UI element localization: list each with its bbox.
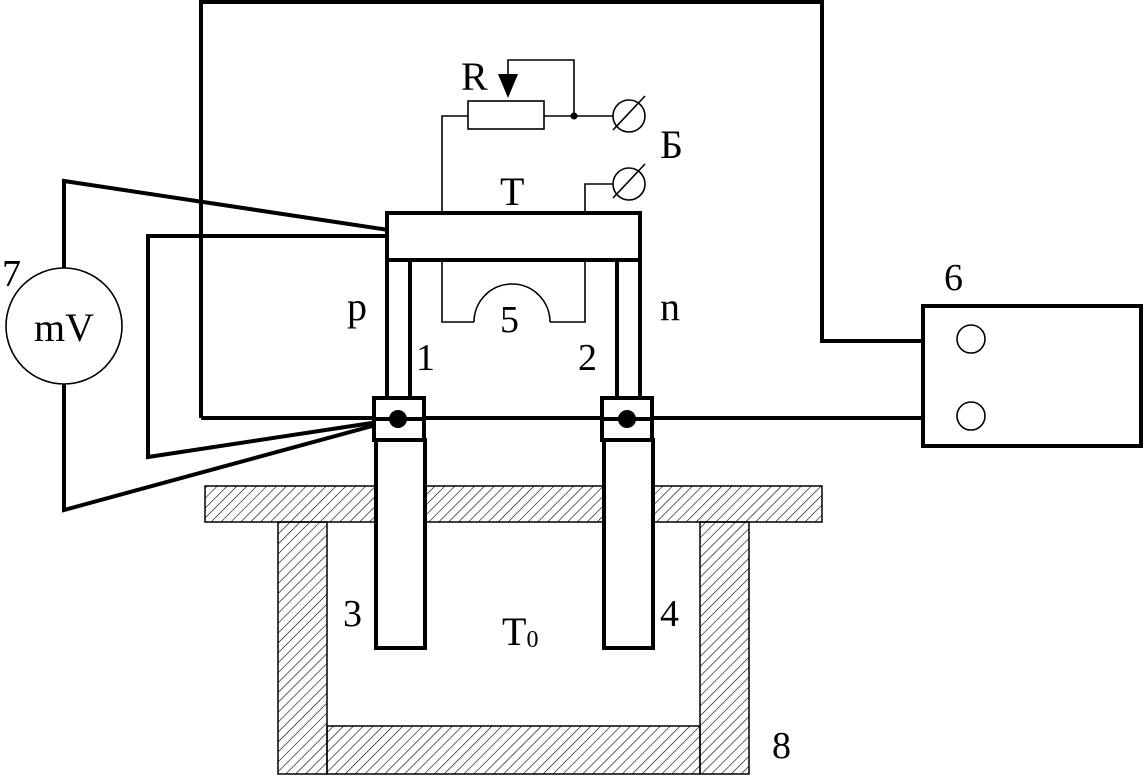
rheostat-body [467, 100, 545, 130]
measuring-device-6 [921, 304, 1143, 448]
voltmeter-label: mV [34, 305, 94, 350]
terminal-slash-top [612, 95, 646, 131]
label-5: 5 [500, 299, 519, 341]
device-terminal-bottom [956, 401, 986, 431]
label-3: 3 [343, 593, 362, 635]
battery-terminal-bottom [612, 167, 646, 201]
label-2: 2 [578, 337, 597, 379]
terminal-slash-bottom [612, 163, 646, 199]
rheostat-slider-wire [507, 59, 575, 116]
junction-dot [570, 112, 578, 120]
vessel-right-wall [699, 521, 750, 775]
hot-plate [385, 211, 642, 262]
voltmeter: mV [5, 267, 123, 385]
label-hot-temperature: T [500, 169, 524, 214]
label-battery: Б [660, 122, 683, 167]
vessel-left-wall [277, 521, 328, 775]
label-p-type: p [347, 284, 367, 329]
battery-terminal-top [612, 99, 646, 133]
label-cold-temperature: T0 [502, 609, 538, 654]
label-4: 4 [660, 593, 679, 635]
label-n-type: n [660, 284, 680, 329]
rod-4 [602, 438, 655, 650]
vessel-bottom [326, 725, 701, 775]
wire-to-device-top [199, 0, 960, 418]
label-resistor: R [461, 54, 488, 99]
heater-circuit [441, 59, 646, 323]
label-6: 6 [944, 257, 963, 299]
inner-loop-wire [146, 234, 402, 460]
device-terminal-top [956, 324, 986, 354]
vessel-lid [204, 485, 823, 523]
label-8: 8 [772, 725, 791, 767]
label-cold-temperature-main: T [502, 609, 526, 654]
heater-element [473, 283, 551, 323]
label-cold-temperature-sub: 0 [526, 627, 538, 653]
rod-3 [374, 438, 427, 650]
rheostat-slider-arrow [498, 74, 518, 98]
label-1: 1 [416, 337, 435, 379]
p-leg-1 [385, 258, 412, 400]
label-7: 7 [2, 253, 21, 295]
voltmeter-wire-bottom [62, 384, 399, 513]
voltmeter-wire-top [62, 178, 403, 268]
n-leg-2 [615, 258, 642, 400]
